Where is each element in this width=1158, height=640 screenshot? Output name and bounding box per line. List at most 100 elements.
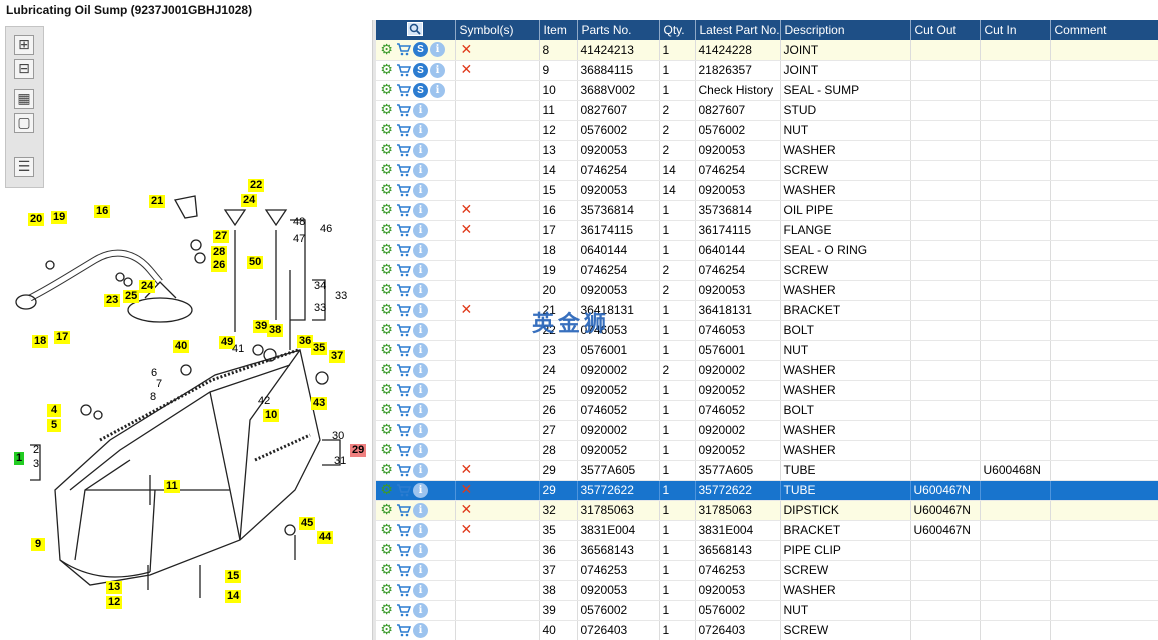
info-icon[interactable]: i [413, 282, 428, 298]
gear-icon[interactable]: ⚙ [380, 482, 393, 498]
info-icon[interactable]: i [413, 442, 428, 458]
info-icon[interactable]: i [413, 502, 428, 518]
cart-icon[interactable] [396, 523, 411, 538]
cart-icon[interactable] [396, 563, 411, 578]
info-icon[interactable]: i [413, 482, 428, 498]
info-icon[interactable]: i [413, 402, 428, 418]
gear-icon[interactable]: ⚙ [380, 122, 393, 138]
callout[interactable]: 20 [28, 213, 45, 226]
gear-icon[interactable]: ⚙ [380, 302, 393, 318]
cart-icon[interactable] [396, 403, 411, 418]
fit-all-button[interactable]: ▦ [14, 89, 34, 109]
info-icon[interactable]: i [413, 322, 428, 338]
gear-icon[interactable]: ⚙ [380, 462, 393, 478]
cart-icon[interactable] [396, 223, 411, 238]
callout[interactable]: 28 [211, 246, 228, 259]
info-icon[interactable]: i [413, 262, 428, 278]
cart-icon[interactable] [396, 263, 411, 278]
column-header-icons[interactable] [376, 20, 456, 40]
zoom-in-button[interactable]: ⊞ [14, 35, 34, 55]
info-icon[interactable]: i [413, 582, 428, 598]
cart-icon[interactable] [396, 63, 411, 78]
gear-icon[interactable]: ⚙ [380, 82, 393, 98]
callout[interactable]: 21 [149, 195, 166, 208]
gear-icon[interactable]: ⚙ [380, 342, 393, 358]
cart-icon[interactable] [396, 283, 411, 298]
info-icon[interactable]: i [413, 542, 428, 558]
callout[interactable]: 24 [241, 194, 258, 207]
gear-icon[interactable]: ⚙ [380, 62, 393, 78]
info-icon[interactable]: i [430, 82, 445, 98]
callout[interactable]: 1 [14, 452, 25, 465]
callout[interactable]: 44 [317, 531, 334, 544]
info-icon[interactable]: i [413, 182, 428, 198]
callout[interactable]: 49 [219, 336, 236, 349]
gear-icon[interactable]: ⚙ [380, 582, 393, 598]
gear-icon[interactable]: ⚙ [380, 382, 393, 398]
info-icon[interactable]: i [413, 142, 428, 158]
info-icon[interactable]: i [413, 562, 428, 578]
supersession-icon[interactable]: S [413, 62, 428, 78]
cart-icon[interactable] [396, 543, 411, 558]
gear-icon[interactable]: ⚙ [380, 562, 393, 578]
cart-icon[interactable] [396, 183, 411, 198]
callout[interactable]: 18 [32, 335, 49, 348]
cart-icon[interactable] [396, 483, 411, 498]
column-header-qty[interactable]: Qty. [659, 20, 696, 40]
callout[interactable]: 45 [299, 517, 316, 530]
gear-icon[interactable]: ⚙ [380, 102, 393, 118]
callout[interactable]: 25 [123, 290, 140, 303]
gear-icon[interactable]: ⚙ [380, 222, 393, 238]
cart-icon[interactable] [396, 363, 411, 378]
callout[interactable]: 12 [106, 596, 123, 609]
gear-icon[interactable]: ⚙ [380, 522, 393, 538]
parts-table-container[interactable]: Symbol(s) Item Parts No. Qty. Latest Par… [376, 20, 1158, 640]
callout[interactable]: 5 [47, 419, 61, 432]
callout[interactable]: 17 [54, 331, 71, 344]
toggle-list-button[interactable]: ☰ [14, 157, 34, 177]
callout[interactable]: 11 [164, 480, 180, 493]
gear-icon[interactable]: ⚙ [380, 262, 393, 278]
callout[interactable]: 10 [263, 409, 280, 422]
callout[interactable]: 39 [253, 320, 270, 333]
cart-icon[interactable] [396, 423, 411, 438]
callout[interactable]: 9 [31, 538, 45, 551]
info-icon[interactable]: i [413, 422, 428, 438]
cart-icon[interactable] [396, 243, 411, 258]
gear-icon[interactable]: ⚙ [380, 162, 393, 178]
cart-icon[interactable] [396, 443, 411, 458]
cart-icon[interactable] [396, 583, 411, 598]
gear-icon[interactable]: ⚙ [380, 402, 393, 418]
callout[interactable]: 15 [225, 570, 242, 583]
info-icon[interactable]: i [413, 622, 428, 638]
cart-icon[interactable] [396, 323, 411, 338]
callout[interactable]: 50 [247, 256, 264, 269]
supersession-icon[interactable]: S [413, 82, 428, 98]
column-header-symbols[interactable]: Symbol(s) [455, 20, 540, 40]
callout[interactable]: 14 [225, 590, 242, 603]
cart-icon[interactable] [396, 163, 411, 178]
info-icon[interactable]: i [413, 222, 428, 238]
gear-icon[interactable]: ⚙ [380, 362, 393, 378]
info-icon[interactable]: i [413, 522, 428, 538]
callout[interactable]: 29 [350, 444, 367, 457]
cart-icon[interactable] [396, 203, 411, 218]
gear-icon[interactable]: ⚙ [380, 242, 393, 258]
